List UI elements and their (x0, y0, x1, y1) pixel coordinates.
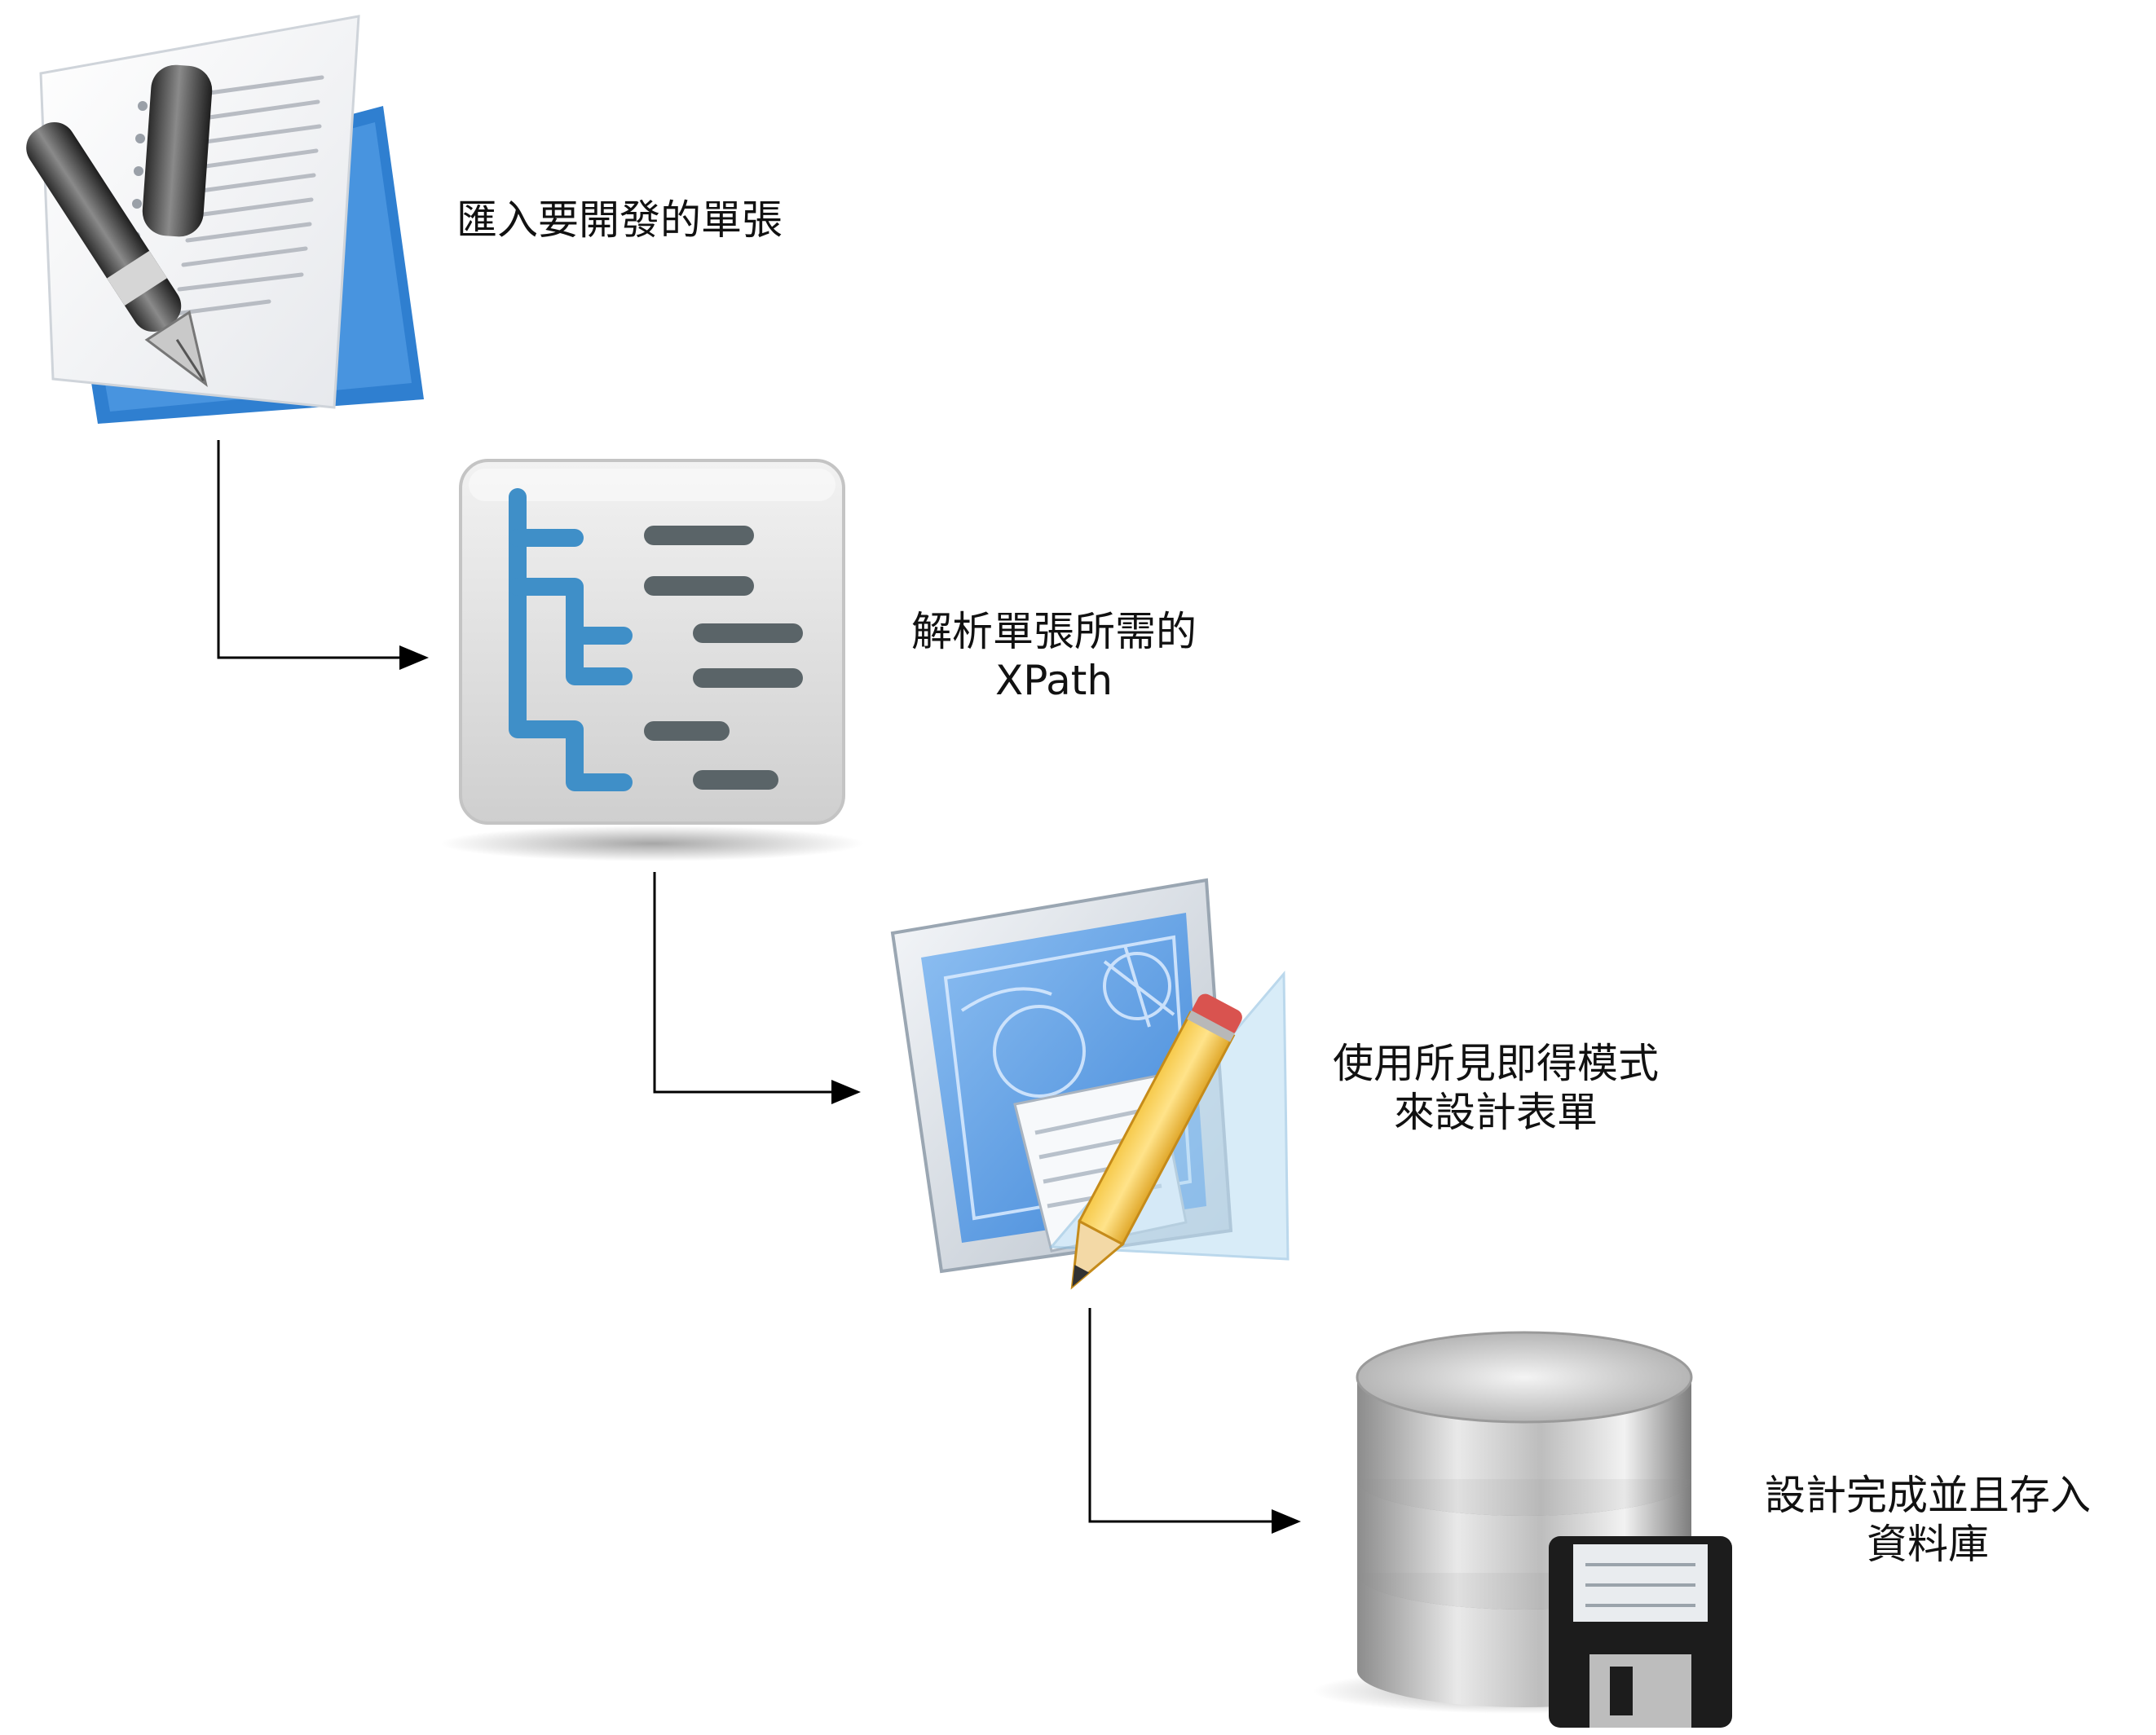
connector-3 (1088, 1308, 1301, 1534)
step-label-parse-line-1: 解析單張所需的 (911, 608, 1197, 655)
step-label-design: 使用所見即得模式 來設計表單 (1333, 1039, 1659, 1137)
step-label-design-line-2: 來設計表單 (1394, 1089, 1598, 1136)
step-label-parse-line-2: XPath (994, 657, 1113, 704)
step-label-save: 設計完成並且存入 資料庫 (1765, 1471, 2091, 1569)
step-label-save-line-1: 設計完成並且存入 (1765, 1472, 2091, 1519)
connector-2 (653, 872, 861, 1104)
blueprint-designer-icon (890, 878, 1290, 1290)
step-label-import: 匯入要開發的單張 (456, 196, 783, 244)
step-label-design-line-1: 使用所見即得模式 (1333, 1040, 1659, 1087)
database-save-icon (1312, 1331, 1736, 1728)
connector-1 (217, 440, 429, 670)
step-label-save-line-2: 資料庫 (1867, 1521, 1989, 1568)
step-label-parse: 解析單張所需的 XPath (911, 607, 1197, 705)
document-pen-icon (26, 15, 424, 424)
step-label-import-line-1: 匯入要開發的單張 (456, 196, 783, 244)
xml-tree-icon (440, 459, 864, 861)
